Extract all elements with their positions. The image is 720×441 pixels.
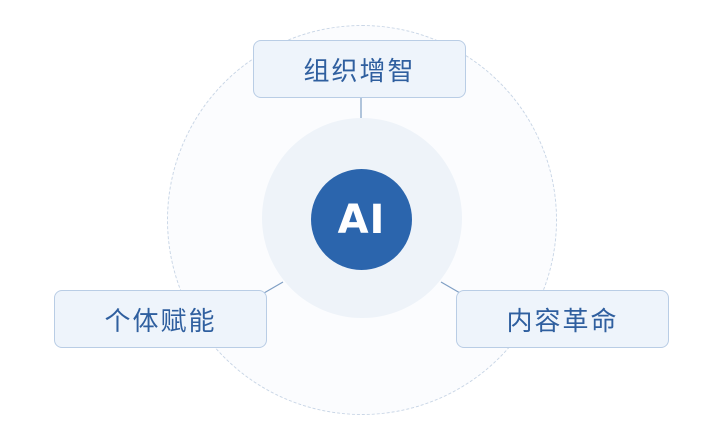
node-left: 个体赋能 [54,290,267,348]
ai-core-circle: AI [311,169,412,270]
node-top: 组织增智 [253,40,466,98]
node-right-label: 内容革命 [506,306,619,337]
core-label: AI [337,196,386,243]
node-right: 内容革命 [456,290,669,348]
node-left-label: 个体赋能 [104,306,217,337]
node-top-label: 组织增智 [303,56,416,87]
connector-right [440,281,461,294]
connector-left [263,281,284,294]
